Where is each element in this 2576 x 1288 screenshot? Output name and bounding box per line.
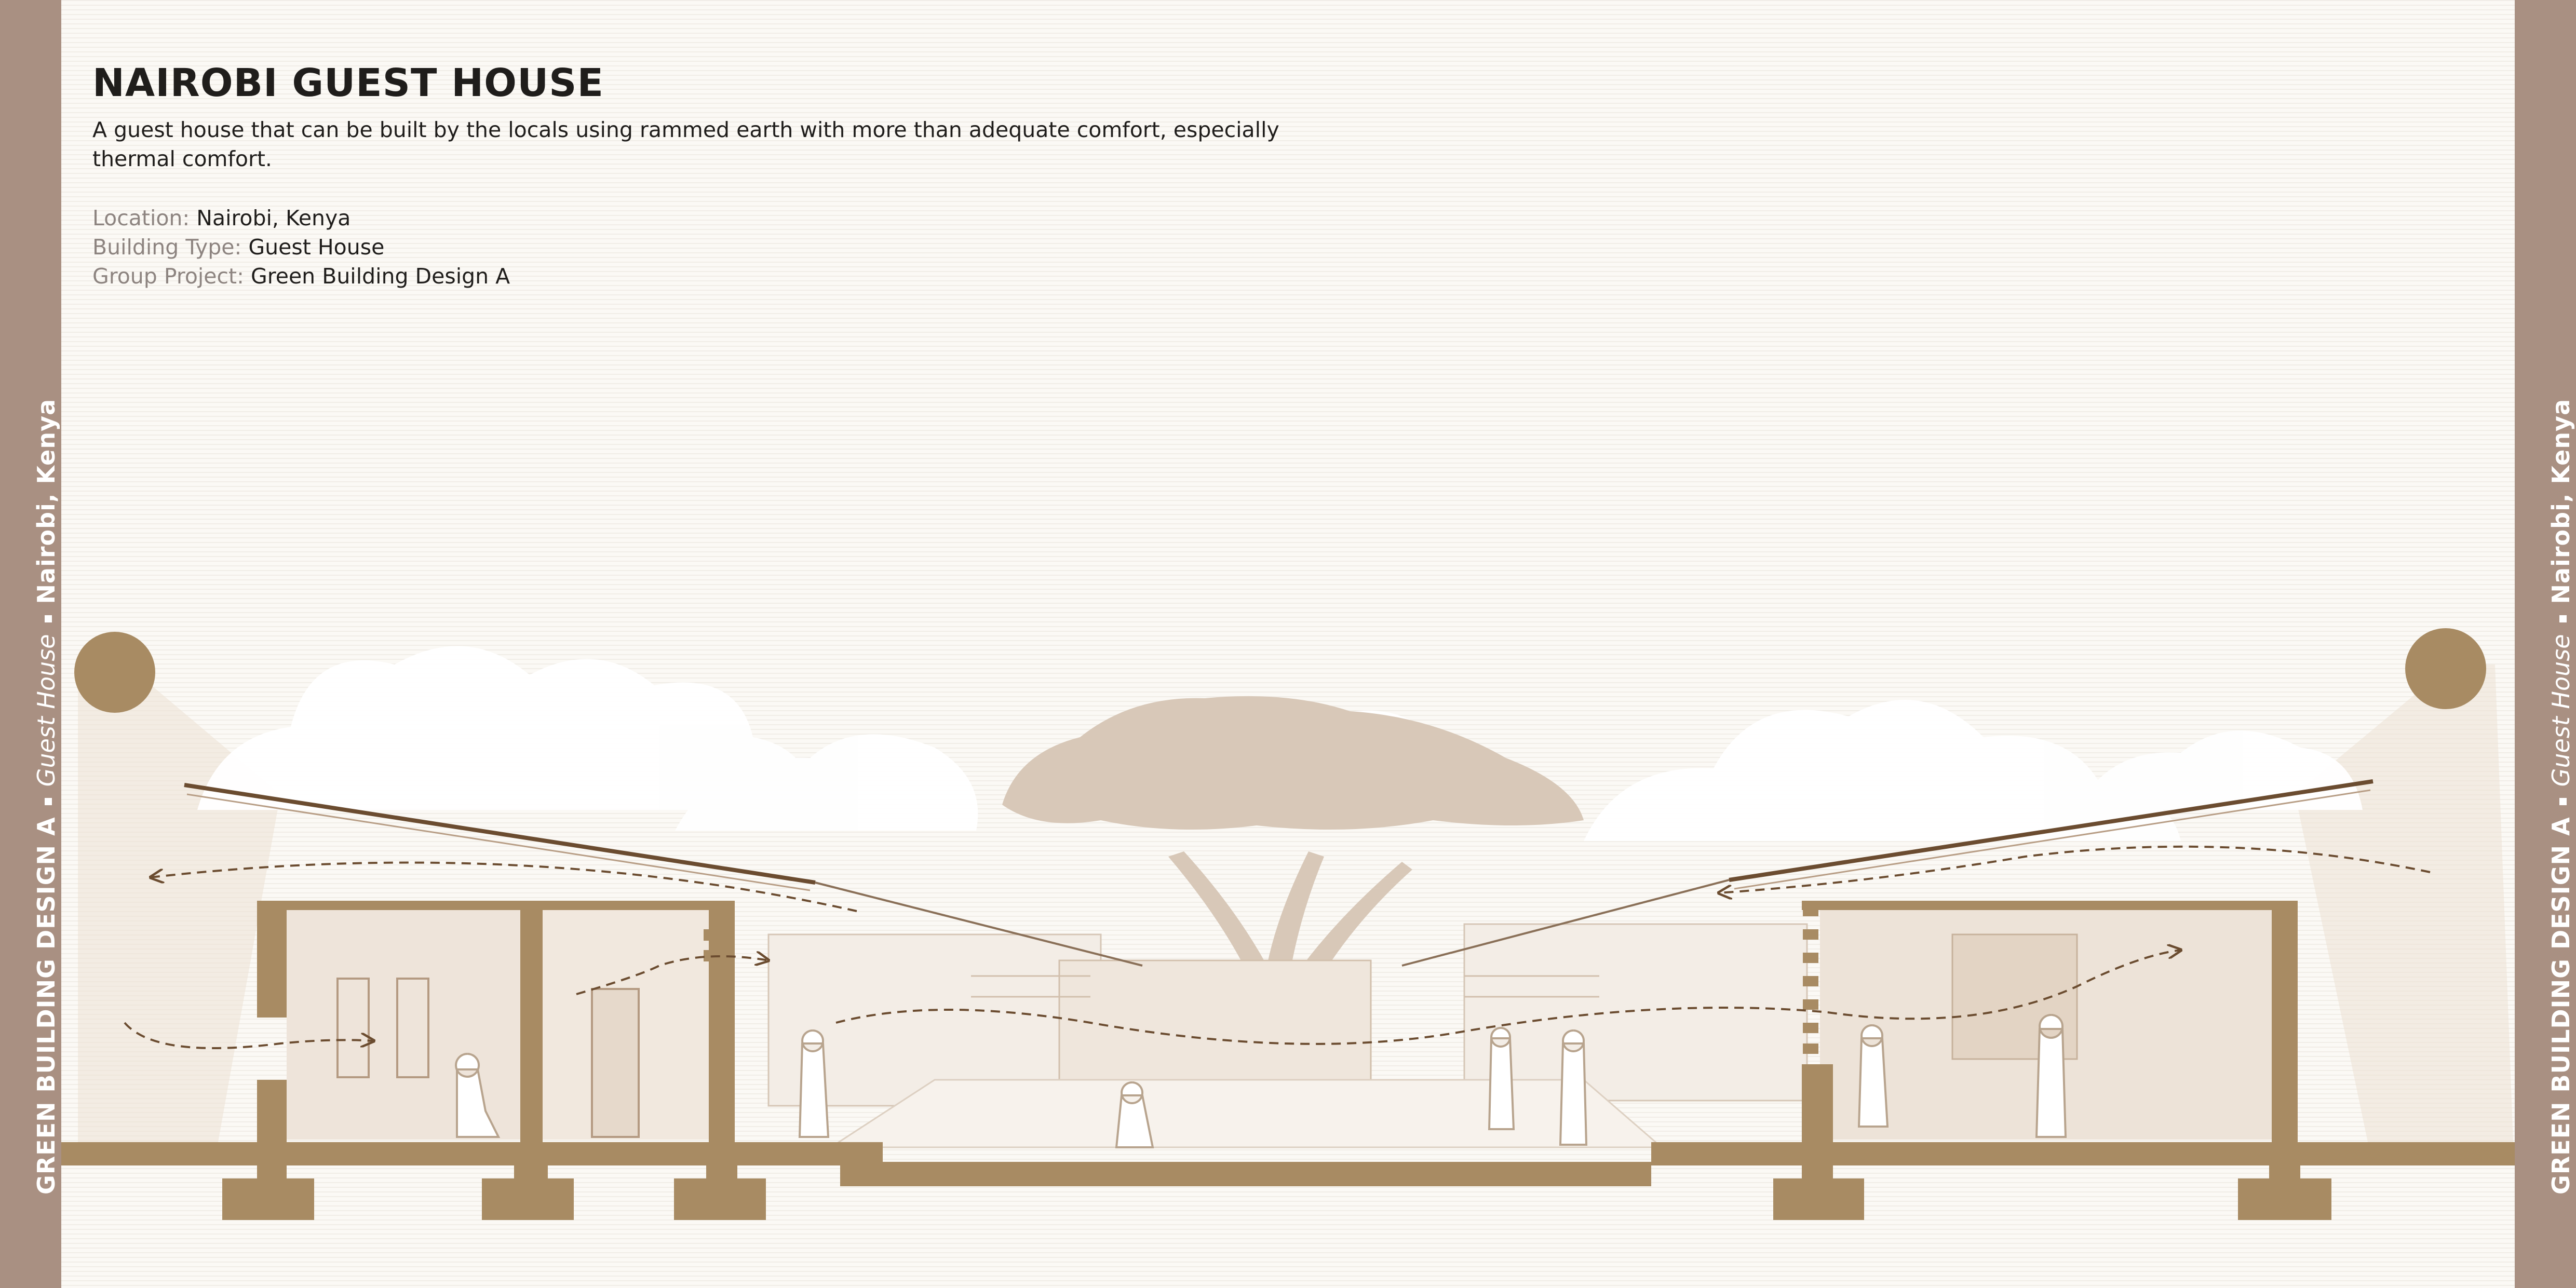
vent-block <box>1803 953 1818 963</box>
roof-underside <box>1734 789 2371 890</box>
roof-line <box>184 783 816 885</box>
right-inner-wall <box>1802 1064 1833 1145</box>
person-courtyard-right <box>1559 1029 1588 1146</box>
roof-eave <box>1401 879 1730 967</box>
left-roof <box>184 783 1143 967</box>
project-details: Location: Nairobi, Kenya Building Type: … <box>92 204 1391 291</box>
cloud-far-right <box>2077 730 2363 810</box>
right-outer-wall <box>2272 903 2298 1145</box>
project-header: NAIROBI GUEST HOUSE A guest house that c… <box>92 57 1391 291</box>
project-title: NAIROBI GUEST HOUSE <box>92 61 604 105</box>
footing-4 <box>1773 1165 1864 1220</box>
ground-slab-right <box>1802 1142 2515 1165</box>
tree-canopy <box>1002 696 1584 830</box>
vent-block <box>1803 999 1818 1010</box>
roof-underside <box>186 793 811 891</box>
left-window-shutter <box>336 978 370 1078</box>
vent-block <box>1803 906 1818 916</box>
right-sunlight-cone <box>2295 665 2513 1142</box>
left-side-band: GREEN BUILDING DESIGN AGuest HouseNairob… <box>0 0 61 1288</box>
footing-1 <box>222 1165 314 1220</box>
vent-block <box>1803 929 1818 940</box>
right-roof <box>1401 779 2373 967</box>
left-ceiling-slab <box>257 901 735 910</box>
back-building-center <box>1058 959 1372 1091</box>
vent-block <box>1803 976 1818 986</box>
footing-3 <box>674 1165 766 1220</box>
detail-building-type: Building Type: Guest House <box>92 233 1391 262</box>
project-description: A guest house that can be built by the l… <box>92 117 1279 171</box>
person-courtyard-center <box>1488 1027 1515 1130</box>
detail-value: Green Building Design A <box>251 264 510 289</box>
vent-block <box>1803 1043 1818 1054</box>
person-right-room-right <box>2035 1014 2067 1138</box>
earth-section <box>61 901 2515 1220</box>
right-ceiling-slab <box>1802 901 2298 910</box>
airflow-arrow <box>576 956 768 995</box>
vent-block-grid <box>971 975 1599 998</box>
person-seated-courtyard <box>1115 1081 1154 1148</box>
right-wall-vent-blocks <box>1803 906 1818 1054</box>
airflow-arrow <box>151 861 857 912</box>
person-standing-courtyard <box>798 1029 830 1138</box>
left-window-shutter <box>396 978 429 1078</box>
left-door <box>591 988 640 1138</box>
detail-value: Guest House <box>248 235 385 260</box>
courtyard-floor <box>828 1079 1664 1148</box>
detail-location: Location: Nairobi, Kenya <box>92 204 1391 233</box>
left-outer-wall <box>257 903 287 1018</box>
right-sun-icon <box>2405 628 2486 709</box>
person-right-room-left <box>1857 1024 1889 1128</box>
detail-label: Building Type: <box>92 235 242 260</box>
detail-label: Group Project: <box>92 264 244 289</box>
ground-slab-left <box>61 1142 840 1165</box>
detail-group-project: Group Project: Green Building Design A <box>92 262 1391 291</box>
footing-2 <box>482 1165 574 1220</box>
airflow-arrows <box>124 845 2431 1049</box>
right-side-band: GREEN BUILDING DESIGN AGuest HouseNairob… <box>2515 0 2576 1288</box>
back-building-right <box>1463 923 1808 1102</box>
courtyard-sunken-slab <box>831 1142 1807 1186</box>
person-seated-left-room <box>455 1053 501 1138</box>
detail-value: Nairobi, Kenya <box>196 206 351 231</box>
vent-block <box>704 929 735 941</box>
left-sunlight-cone <box>78 667 280 1142</box>
courtyard-back-buildings <box>767 923 1808 1148</box>
cloud-right <box>1584 700 2181 841</box>
cloud-center-left <box>675 734 978 831</box>
footing-5 <box>2238 1165 2331 1220</box>
vent-block <box>1803 1023 1818 1033</box>
cloud-left <box>197 646 820 810</box>
people <box>455 1014 2067 1148</box>
airflow-arrow <box>124 1022 374 1049</box>
roof-line <box>1729 779 2373 882</box>
left-sun-icon <box>74 632 155 713</box>
left-outer-wall-lower <box>257 1080 287 1145</box>
left-inner-wall <box>709 903 735 1142</box>
left-partition-wall <box>520 903 543 1142</box>
airflow-arrow <box>835 950 2181 1045</box>
detail-label: Location: <box>92 206 190 231</box>
airflow-arrow <box>1719 845 2431 893</box>
roof-eave <box>815 882 1143 967</box>
